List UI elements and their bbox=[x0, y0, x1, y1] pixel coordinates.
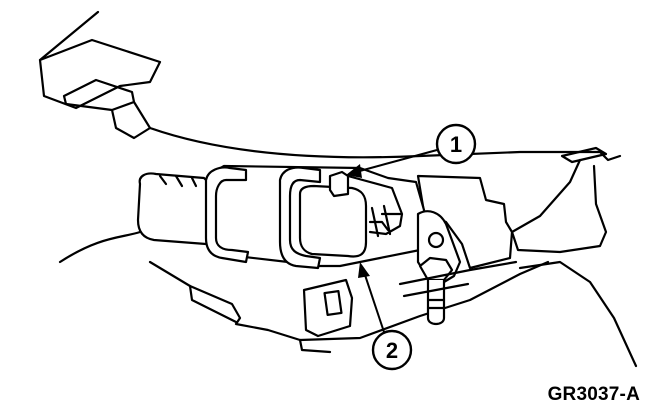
module-face bbox=[298, 184, 368, 258]
frame-line bbox=[518, 260, 638, 368]
callout-2-label: 2 bbox=[386, 338, 398, 363]
callout-2-arrowhead bbox=[358, 262, 370, 278]
stud-thread bbox=[426, 298, 446, 310]
right-panel bbox=[510, 158, 608, 254]
lower-trim bbox=[188, 284, 332, 354]
housing-pins bbox=[370, 204, 392, 238]
dash-lower-edge bbox=[148, 126, 622, 162]
callout-1-leader bbox=[355, 149, 438, 173]
connector-ridges bbox=[158, 174, 198, 188]
bolt-head bbox=[427, 231, 445, 249]
callout-1-circle bbox=[435, 123, 477, 165]
callout-1: 1 bbox=[346, 123, 477, 178]
clip-left bbox=[204, 166, 250, 264]
retaining-tab bbox=[328, 170, 350, 198]
upper-right-tab bbox=[560, 146, 608, 164]
bracket-slot bbox=[323, 290, 343, 316]
connector-body-left bbox=[136, 172, 214, 246]
dash-bracket bbox=[62, 78, 152, 140]
figure-code: GR3037-A bbox=[547, 384, 640, 405]
lower-body-contour bbox=[58, 230, 550, 342]
clip-middle bbox=[278, 166, 322, 270]
dash-panel-outline bbox=[38, 10, 162, 110]
callout-1-label: 1 bbox=[450, 132, 462, 157]
lower-bracket bbox=[302, 278, 354, 338]
callout-2: 2 bbox=[358, 262, 413, 371]
callout-1-arrowhead bbox=[346, 164, 362, 178]
bracket-base bbox=[398, 260, 518, 298]
callout-2-leader bbox=[363, 271, 385, 333]
callout-2-circle bbox=[371, 329, 413, 371]
stud bbox=[426, 278, 446, 326]
